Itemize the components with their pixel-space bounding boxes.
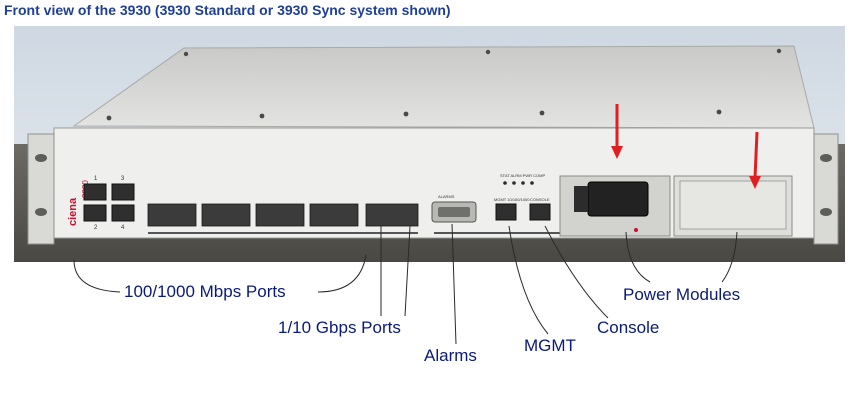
rj45-port-1 xyxy=(83,183,107,201)
sfp-cages-1g xyxy=(147,203,359,227)
power-module-blank-plate xyxy=(679,180,787,230)
label-100-1000-ports: 100/1000 Mbps Ports xyxy=(124,282,286,301)
led-header: STAT ALRM PWR COMP xyxy=(500,173,545,178)
brand-logo: ciena xyxy=(67,197,79,226)
label-1-10g-ports: 1/10 Gbps Ports xyxy=(278,318,401,337)
label-mgmt: MGMT xyxy=(524,336,576,355)
rj45-port-2 xyxy=(83,204,107,222)
console-header: CONSOLE xyxy=(530,197,550,202)
port-number-2: 2 xyxy=(94,225,98,231)
copper-ports: 1 3 2 4 xyxy=(83,176,135,231)
power-module-handle xyxy=(587,181,649,217)
status-leds xyxy=(503,181,534,185)
rj45-port-3 xyxy=(111,183,135,201)
lid-screws xyxy=(106,48,782,121)
alarms-header: ALARMS xyxy=(438,194,455,199)
device-photo: ciena 3930 1 3 2 4 ALARMS STAT ALRM PWR … xyxy=(14,26,845,262)
vent-slots xyxy=(148,232,574,234)
rj45-port-4 xyxy=(111,204,135,222)
port-number-4: 4 xyxy=(121,225,125,231)
port-number-1: 1 xyxy=(94,176,98,182)
mgmt-header: MGMT 10/100/1000 xyxy=(494,197,530,202)
chassis-top xyxy=(72,45,815,129)
mgmt-port xyxy=(495,203,517,221)
sfp-cages-10g xyxy=(365,203,419,227)
port-number-3: 3 xyxy=(121,176,125,182)
rack-ear-right xyxy=(813,133,839,245)
console-port xyxy=(529,203,551,221)
rack-ear-left xyxy=(27,133,55,245)
leader-100-1000 xyxy=(73,259,121,293)
label-console: Console xyxy=(597,318,660,337)
label-power-modules: Power Modules xyxy=(623,285,741,304)
arrow-icon xyxy=(611,104,761,189)
figure-title: Front view of the 3930 (3930 Standard or… xyxy=(4,2,451,18)
label-alarms: Alarms xyxy=(424,346,477,365)
